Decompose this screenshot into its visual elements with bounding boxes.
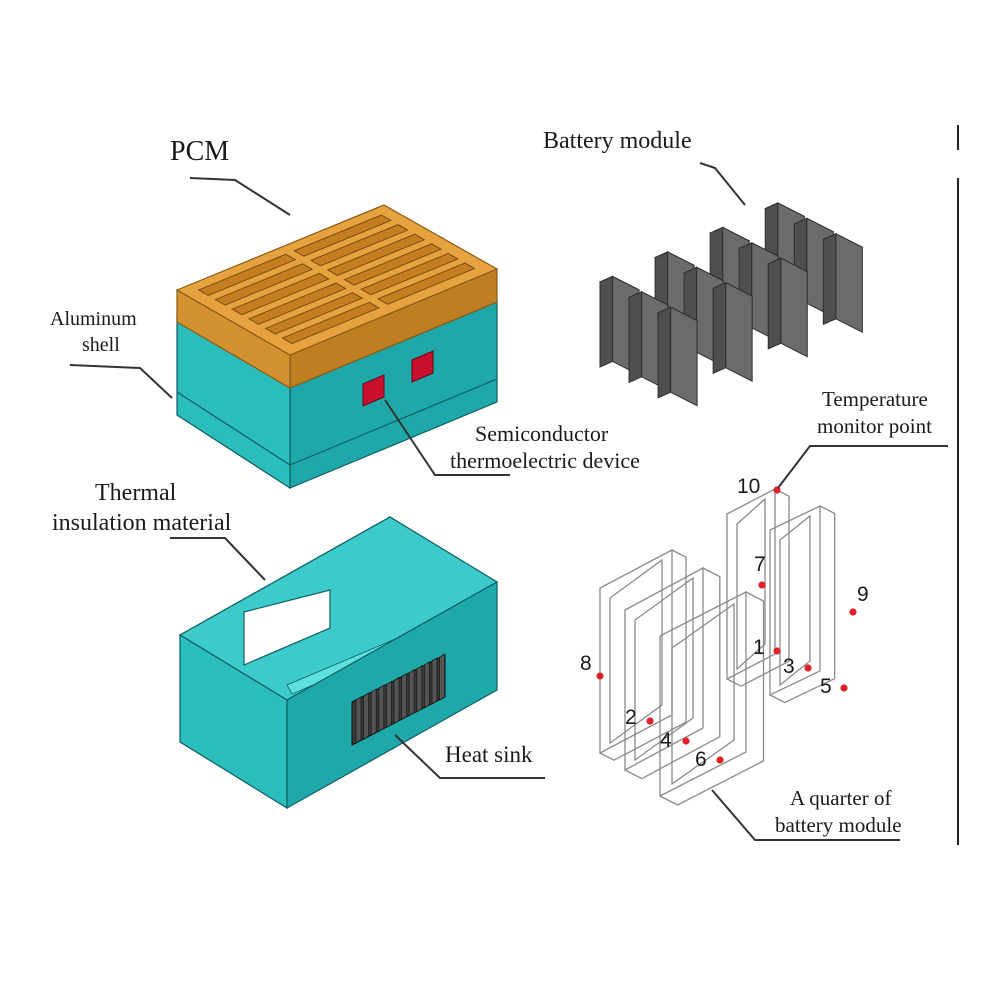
label-thermal-1: Thermal	[95, 480, 177, 506]
point-number-7: 7	[754, 553, 766, 576]
monitor-point-dot-2	[646, 717, 653, 724]
battery-cell-side-6	[600, 276, 613, 367]
heat-sink-fin-12	[440, 654, 445, 700]
heat-sink-fin-5	[386, 681, 391, 727]
point-number-8: 8	[580, 652, 592, 675]
monitor-point-dot-3	[804, 664, 811, 671]
wire-frame-depth-3	[660, 592, 764, 805]
battery-cell-front-7	[836, 234, 862, 332]
heat-sink-fin-3	[371, 689, 376, 735]
label-aluminum-shell-2: shell	[82, 334, 120, 356]
label-temperature-1: Temperature	[822, 387, 928, 411]
heat-sink-fin-4	[379, 685, 384, 731]
point-number-9: 9	[857, 583, 869, 606]
leader-temperature-point	[778, 446, 948, 488]
battery-cell-side-7	[823, 234, 836, 325]
monitor-point-dot-9	[849, 608, 856, 615]
heat-sink-fin-8	[409, 670, 414, 716]
label-aluminum-shell-1: Aluminum	[50, 308, 137, 330]
point-number-1: 1	[753, 636, 765, 659]
label-pcm: PCM	[170, 136, 229, 167]
monitor-point-dot-5	[840, 684, 847, 691]
battery-cell-side-10	[629, 292, 642, 383]
monitor-point-dot-8	[596, 672, 603, 679]
battery-cell-front-9	[781, 258, 807, 356]
battery-cell-side-12	[658, 307, 671, 398]
monitor-point-dot-4	[682, 737, 689, 744]
heat-sink-fin-2	[364, 693, 369, 739]
heat-sink-fin-1	[356, 697, 361, 743]
heat-sink-fin-11	[432, 658, 437, 704]
battery-cell-side-9	[768, 258, 781, 349]
heat-sink-fin-7	[402, 674, 407, 720]
label-quarter-2: battery module	[775, 813, 902, 837]
battery-module-cells	[600, 203, 862, 406]
shell-with-pcm-assembly	[177, 205, 497, 488]
battery-cell-front-12	[671, 307, 697, 405]
battery-cell-front-11	[726, 283, 752, 381]
leader-pcm	[190, 178, 290, 215]
leader-aluminum-shell	[70, 365, 172, 398]
point-number-5: 5	[820, 675, 832, 698]
point-number-10: 10	[737, 475, 760, 498]
point-number-6: 6	[695, 748, 707, 771]
label-quarter-1: A quarter of	[790, 786, 891, 810]
leader-thermal-insulation	[170, 538, 265, 580]
point-number-4: 4	[660, 729, 672, 752]
label-semiconductor-1: Semiconductor	[475, 421, 609, 446]
point-number-2: 2	[625, 706, 637, 729]
heat-sink-fin-9	[417, 666, 422, 712]
monitor-point-dot-6	[716, 756, 723, 763]
label-battery-module: Battery module	[543, 128, 692, 154]
monitor-point-dot-1	[773, 647, 780, 654]
battery-cell-side-11	[713, 283, 726, 374]
heat-sink-fin-10	[424, 662, 429, 708]
label-temperature-2: monitor point	[817, 414, 932, 438]
point-number-3: 3	[783, 655, 795, 678]
monitor-point-dot-7	[758, 581, 765, 588]
heat-sink-fin-6	[394, 678, 399, 724]
label-semiconductor-2: thermoelectric device	[450, 448, 640, 473]
label-heat-sink: Heat sink	[445, 742, 533, 767]
leader-battery-module	[700, 163, 745, 205]
label-thermal-2: insulation material	[52, 510, 232, 536]
